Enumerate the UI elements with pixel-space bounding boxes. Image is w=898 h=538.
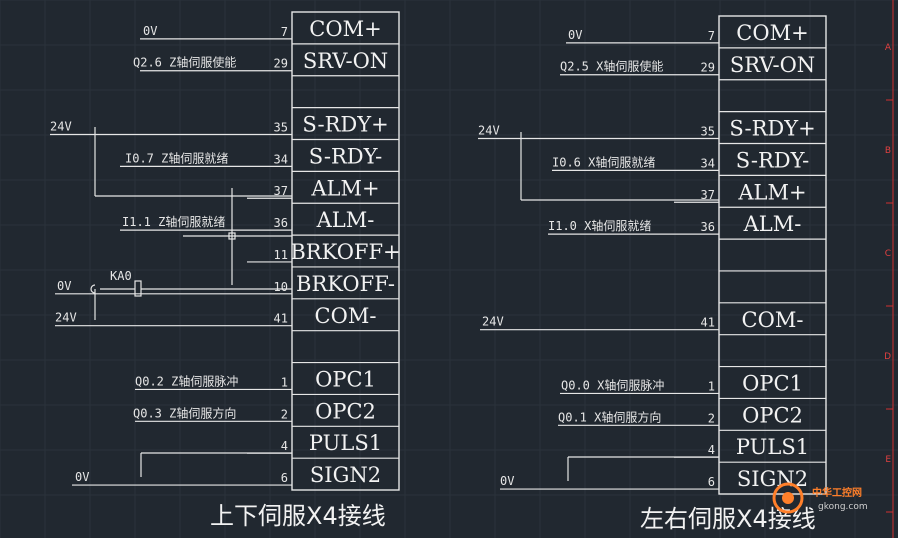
pin-number: 1 [708, 379, 715, 393]
terminal-label: COM+ [309, 17, 381, 41]
terminal-label: PULS1 [309, 431, 382, 455]
signal-label: 24V [478, 123, 500, 137]
pin-number: 29 [274, 57, 288, 71]
terminal-label: PULS1 [736, 435, 809, 459]
signal-label: Q2.5 X轴伺服使能 [560, 59, 663, 74]
pin-number: 35 [274, 120, 288, 134]
signal-label: Q0.3 Z轴伺服方向 [133, 405, 236, 420]
signal-label: I1.1 Z轴伺服就绪 [122, 214, 225, 229]
pin-number: 36 [701, 220, 715, 234]
signal-label: Q0.1 X轴伺服方向 [558, 409, 661, 424]
signal-label: I0.6 X轴伺服就绪 [552, 154, 655, 169]
pin-number: 6 [281, 471, 288, 485]
terminal-label: S-RDY+ [302, 113, 388, 137]
border-mark: A [885, 43, 892, 53]
pin-number: 4 [281, 439, 288, 453]
terminal-label: COM- [742, 308, 804, 332]
gear-icon [772, 482, 804, 514]
right-extra-wiring [520, 132, 719, 481]
left-terminal-box [291, 11, 400, 491]
pin-number: 41 [701, 316, 715, 330]
border-marks: A B C D E [884, 43, 893, 513]
border-mark: E [885, 455, 891, 465]
signal-label: 0V [500, 474, 514, 488]
left-extra-wiring [90, 127, 292, 477]
pin-number: 2 [708, 411, 715, 425]
pin-number: 7 [708, 29, 715, 43]
pin-number: 11 [274, 248, 288, 262]
signal-label: 0V [143, 24, 157, 38]
terminal-label: SIGN2 [310, 463, 381, 487]
terminal-label: COM+ [736, 21, 808, 45]
signal-label: Q2.6 Z轴伺服使能 [133, 55, 236, 70]
terminal-label: OPC1 [315, 368, 376, 392]
watermark-url: gkong.com [818, 502, 868, 512]
terminal-label: SRV-ON [730, 53, 815, 77]
terminal-label: ALM- [316, 208, 375, 232]
pin-number: 37 [701, 188, 715, 202]
pin-number: 10 [274, 280, 288, 294]
pin-number: 35 [701, 124, 715, 138]
right-terminal-block: COM+ 7 0V SRV-ON 29 Q2.5 X轴伺服使能 S-RDY+ 35 24V S-R… [478, 15, 827, 495]
pin-number: 6 [708, 475, 715, 489]
pin-number: 36 [274, 216, 288, 230]
signal-label: Q0.2 Z轴伺服脉冲 [135, 373, 238, 388]
right-diagram-title: 左右伺服X4接线 [640, 505, 816, 533]
signal-label: I0.7 Z轴伺服就绪 [125, 150, 228, 165]
signal-label: 0V [568, 28, 582, 42]
gear-hub-icon [782, 492, 794, 504]
left-diagram-title: 上下伺服X4接线 [210, 502, 386, 530]
pin-number: 1 [281, 375, 288, 389]
pin-number: 34 [274, 152, 288, 166]
terminal-label: OPC2 [742, 403, 803, 427]
terminal-label: BRKOFF- [296, 272, 395, 296]
terminal-label: OPC2 [315, 399, 376, 423]
watermark: 中华工控网 gkong.com [772, 482, 868, 514]
border-mark: C [885, 249, 891, 259]
terminal-label: BRKOFF+ [290, 240, 400, 264]
signal-label: 0V [75, 470, 89, 484]
pin-number: 29 [701, 61, 715, 75]
left-terminal-block: COM+ 7 0V SRV-ON 29 Q2.6 Z轴伺服使能 S-RDY+ 35 24V S-R… [50, 11, 401, 491]
pin-number: 37 [274, 184, 288, 198]
signal-label: 24V [482, 315, 504, 329]
terminal-label: OPC1 [742, 372, 803, 396]
signal-label: 0V [57, 279, 71, 293]
signal-label: Q0.0 X轴伺服脉冲 [561, 377, 664, 392]
terminal-label: COM- [315, 304, 377, 328]
terminal-label: S-RDY- [309, 144, 383, 168]
pin-number: 2 [281, 407, 288, 421]
terminal-label: S-RDY+ [729, 117, 815, 141]
pin-number: 7 [281, 25, 288, 39]
terminal-label: ALM+ [737, 180, 806, 204]
terminal-label: SRV-ON [303, 49, 388, 73]
border-mark: D [884, 352, 891, 362]
watermark-text: 中华工控网 [812, 486, 862, 499]
cursor-pick-box [228, 232, 236, 240]
terminal-label: ALM+ [310, 176, 379, 200]
relay-label-ka0: KA0 [110, 269, 132, 283]
signal-label: 24V [50, 119, 72, 133]
pin-number: 41 [274, 312, 288, 326]
border-mark: B [885, 146, 891, 156]
pin-number: 4 [708, 443, 715, 457]
signal-label: I1.0 X轴伺服就绪 [548, 218, 651, 233]
right-terminal-box [718, 15, 827, 495]
terminal-label: ALM- [743, 212, 802, 236]
pin-number: 34 [701, 156, 715, 170]
signal-label: 24V [55, 311, 77, 325]
terminal-label: S-RDY- [736, 148, 810, 172]
